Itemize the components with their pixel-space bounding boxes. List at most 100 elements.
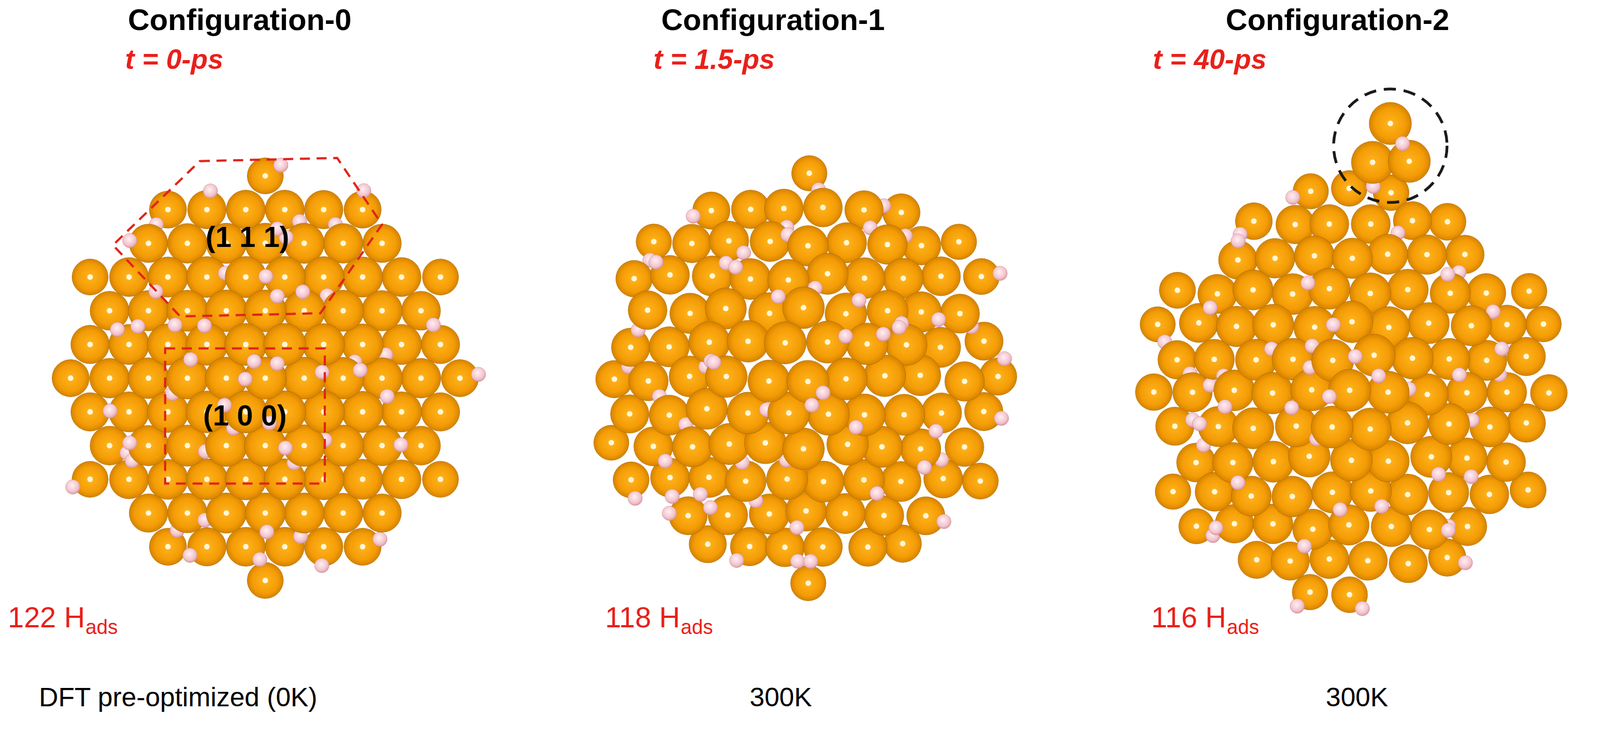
hydrogen-count: 118 H <box>605 601 681 634</box>
atom-highlight <box>87 274 93 280</box>
atom-highlight <box>1367 426 1374 433</box>
atom-highlight <box>1311 324 1318 330</box>
atom-highlight <box>903 342 910 348</box>
h-atom <box>270 289 285 304</box>
pt-atom <box>764 322 807 365</box>
atom-highlight <box>184 308 191 314</box>
atom-highlight <box>901 412 908 418</box>
atom-highlight <box>766 511 772 517</box>
atom-highlight <box>204 274 210 280</box>
h-atom <box>259 524 275 539</box>
atom-highlight <box>1346 387 1353 394</box>
atom-highlight <box>1346 591 1353 598</box>
atom-highlight <box>1306 453 1312 459</box>
atom-highlight <box>1504 322 1510 328</box>
h-atom <box>736 245 751 260</box>
pt-atom <box>420 325 460 364</box>
h-atom <box>314 558 330 573</box>
atom-highlight <box>1269 390 1276 396</box>
pt-atom <box>1530 374 1568 411</box>
h-atom <box>789 520 805 536</box>
atom-highlight <box>359 476 366 483</box>
atom-highlight <box>1405 560 1411 567</box>
atom-highlight <box>165 341 171 348</box>
atom-highlight <box>359 409 366 415</box>
atom-highlight <box>1292 221 1299 228</box>
atom-highlight <box>1468 323 1475 329</box>
atom-highlight <box>1309 387 1315 393</box>
atom-highlight <box>1290 356 1296 363</box>
pt-atom <box>1428 203 1466 241</box>
atom-highlight <box>145 509 152 516</box>
pt-atom <box>1155 407 1195 446</box>
atom-highlight <box>1211 488 1218 495</box>
h-atom <box>1192 416 1207 432</box>
atom-highlight <box>1504 389 1510 395</box>
atom-highlight <box>67 375 74 381</box>
atom-highlight <box>864 544 871 551</box>
atom-highlight <box>1211 356 1217 363</box>
atom-highlight <box>748 206 754 212</box>
h-atom <box>167 318 183 333</box>
h-atom <box>1440 267 1455 282</box>
h-atom <box>425 317 441 333</box>
atom-highlight <box>978 273 985 280</box>
atom-highlight <box>923 512 929 519</box>
h-atom <box>869 486 885 501</box>
condition-label: 300K <box>1325 682 1389 713</box>
atom-highlight <box>631 275 637 282</box>
h-atom <box>1395 136 1410 151</box>
h-atom <box>471 367 486 382</box>
h-atom <box>649 254 664 270</box>
atom-highlight <box>165 274 171 280</box>
pt-atom <box>129 493 168 533</box>
atom-highlight <box>1151 389 1157 395</box>
atom-highlight <box>824 270 831 277</box>
atom-highlight <box>1462 251 1468 257</box>
h-atom <box>202 183 218 198</box>
atom-highlight <box>1348 457 1355 464</box>
atom-highlight <box>398 476 405 483</box>
atom-highlight <box>184 509 191 516</box>
atom-highlight <box>884 308 891 314</box>
atom-highlight <box>320 274 327 280</box>
atom-highlight <box>223 509 230 516</box>
pt-atom <box>610 394 650 434</box>
atom-highlight <box>706 474 712 480</box>
pt-atom <box>1155 473 1191 510</box>
atom-highlight <box>1503 459 1509 465</box>
h-atom <box>936 514 951 529</box>
atom-highlight <box>725 512 731 518</box>
h-atom <box>1326 317 1341 333</box>
atom-highlight <box>957 310 963 317</box>
atom-highlight <box>938 410 945 416</box>
atom-highlight <box>418 375 424 381</box>
h-atom <box>657 453 673 469</box>
h-atom <box>815 385 831 400</box>
h-atom <box>238 372 253 387</box>
atom-highlight <box>184 375 191 381</box>
atom-highlight <box>805 580 811 587</box>
atom-highlight <box>398 409 405 415</box>
atom-highlight <box>781 544 788 551</box>
hydrogen-count: 122 H <box>7 601 86 634</box>
atom-highlight <box>666 344 672 350</box>
pt-atom <box>70 325 110 364</box>
h-atom <box>790 553 805 569</box>
h-atom <box>665 489 680 504</box>
atom-highlight <box>126 274 132 280</box>
atom-highlight <box>340 240 346 247</box>
atom-highlight <box>126 409 132 415</box>
h-atom <box>848 419 864 435</box>
h-atom <box>931 312 946 328</box>
atom-highlight <box>644 307 651 314</box>
atom-highlight <box>243 274 249 280</box>
atom-highlight <box>1329 424 1335 430</box>
atom-highlight <box>340 375 346 381</box>
atom-highlight <box>1287 558 1294 564</box>
h-atom <box>838 329 853 344</box>
h-atom <box>183 352 198 368</box>
atom-highlight <box>1464 455 1470 462</box>
atom-highlight <box>1235 256 1241 263</box>
